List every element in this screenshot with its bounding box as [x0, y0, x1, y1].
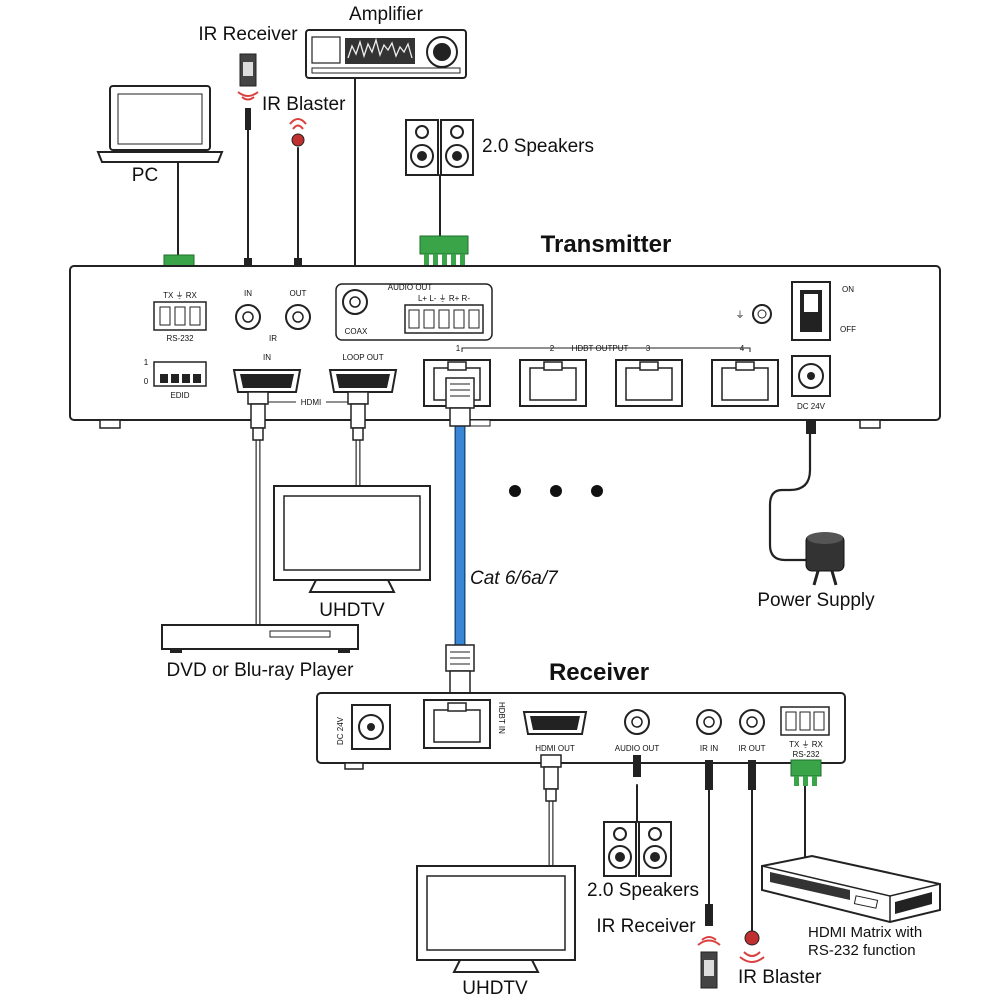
tx-ir-in-label: IN: [244, 289, 252, 298]
more-receivers-dots: [509, 485, 603, 497]
uhdtv-top: [273, 485, 431, 593]
tx-coax-label: COAX: [345, 327, 368, 336]
power-cable: [768, 428, 812, 562]
tx-hdmi-plugs: [247, 391, 369, 441]
hdbt-port-3[interactable]: [615, 359, 683, 407]
power-supply: [805, 532, 845, 586]
tx-off-label: OFF: [840, 325, 856, 334]
tx-hdmi-label: HDMI: [301, 398, 321, 407]
rx-hdbt-in-port[interactable]: [423, 699, 491, 749]
pc-label: PC: [132, 165, 158, 186]
rx-hdmi-plug: [540, 754, 562, 802]
tx-hdmi-loop-label: LOOP OUT: [342, 353, 383, 362]
tx-dc-label: DC 24V: [797, 402, 826, 411]
cat-cable-label: Cat 6/6a/7: [470, 568, 559, 589]
tx-edid-0: 0: [144, 377, 149, 386]
rx-rs232-pins: TX ⏚ RX: [789, 740, 823, 749]
ir-receiver-bottom-label: IR Receiver: [596, 916, 696, 937]
tx-edid-label: EDID: [170, 391, 189, 400]
uhdtv-top-label: UHDTV: [319, 600, 385, 621]
speaker-terminal-block: [419, 235, 469, 266]
ir-blaster-top-label: IR Blaster: [262, 94, 346, 115]
tx-hdbt-3-label: 3: [646, 344, 651, 353]
hdbt-port-2[interactable]: [519, 359, 587, 407]
dvd-player-label: DVD or Blu-ray Player: [167, 660, 355, 681]
uhdtv-bottom: [416, 865, 576, 973]
tx-audio-out-label: AUDIO OUT: [388, 283, 433, 292]
tx-hdmi-in-label: IN: [263, 353, 271, 362]
hdmi-matrix-label-2: RS-232 function: [808, 942, 916, 959]
tx-hdbt-4-label: 4: [740, 344, 745, 353]
power-supply-label: Power Supply: [757, 590, 875, 611]
cat-plug-bottom: [445, 644, 475, 694]
uhdtv-bottom-label: UHDTV: [462, 978, 528, 999]
pc-laptop: [96, 85, 224, 163]
rx-rs232-terminal-block: [790, 759, 822, 786]
rx-ir-out-plug: [748, 760, 756, 790]
hdmi-matrix: [761, 854, 941, 924]
tx-rs232-pins: TX ⏚ RX: [163, 291, 197, 300]
tx-edid-1: 1: [144, 358, 149, 367]
ir-blaster-bottom-label: IR Blaster: [738, 967, 822, 988]
tx-audio-pins: L+ L- ⏚ R+ R-: [418, 294, 470, 303]
hdmi-matrix-label-1: HDMI Matrix with: [808, 924, 922, 941]
ir-receiver-bottom: [697, 904, 721, 989]
speakers-top-label: 2.0 Speakers: [482, 136, 594, 157]
speakers-top: [405, 119, 474, 176]
tx-rs232-label: RS-232: [166, 334, 194, 343]
rx-hdbt-in-label: HDBT IN: [497, 702, 506, 734]
rx-audio-out-label: AUDIO OUT: [615, 744, 660, 753]
rx-dc-label: DC 24V: [336, 716, 345, 745]
receiver-title: Receiver: [549, 659, 649, 686]
cat-plug-top: [445, 377, 475, 427]
tx-ground-label: ⏚: [735, 310, 744, 320]
tx-hdbt-output-label: HDBT OUTPUT: [572, 344, 629, 353]
dvd-player: [161, 624, 359, 653]
tx-port-labels: TX ⏚ RX RS-232 IN OUT IR AUDIO OUT L+ L-…: [144, 283, 856, 411]
rx-audio-plug: [633, 755, 641, 777]
transmitter-title: Transmitter: [541, 231, 672, 258]
tx-hdbt-1-label: 1: [456, 344, 461, 353]
speakers-bottom: [603, 821, 672, 877]
tx-hdbt-2-label: 2: [550, 344, 555, 353]
ir-receiver-top-label: IR Receiver: [198, 24, 298, 45]
cables: [177, 77, 812, 933]
tx-dc-plug: [806, 420, 816, 434]
hdbt-port-4[interactable]: [711, 359, 779, 407]
amplifier-label: Amplifier: [349, 4, 424, 25]
speakers-bottom-label: 2.0 Speakers: [587, 880, 699, 901]
tx-ir-label: IR: [269, 334, 277, 343]
ir-blaster-bottom: [739, 930, 765, 963]
audio-out-frame: [335, 283, 493, 341]
tx-ir-out-label: OUT: [290, 289, 307, 298]
amplifier: [305, 29, 467, 79]
tx-on-label: ON: [842, 285, 854, 294]
rx-hdmi-out-label: HDMI OUT: [535, 744, 575, 753]
ir-receiver-top: [237, 53, 259, 130]
receiver-unit: [316, 692, 846, 770]
ir-blaster-top: [289, 118, 307, 147]
rx-ir-out-label: IR OUT: [738, 744, 765, 753]
transmitter-unit: [69, 265, 941, 429]
rx-rs232-label: RS-232: [792, 750, 820, 759]
rx-ir-in-label: IR IN: [700, 744, 718, 753]
rx-ir-in-plug: [705, 760, 713, 790]
rx-port-labels: DC 24V HDBT IN HDMI OUT AUDIO OUT IR IN …: [336, 702, 824, 759]
